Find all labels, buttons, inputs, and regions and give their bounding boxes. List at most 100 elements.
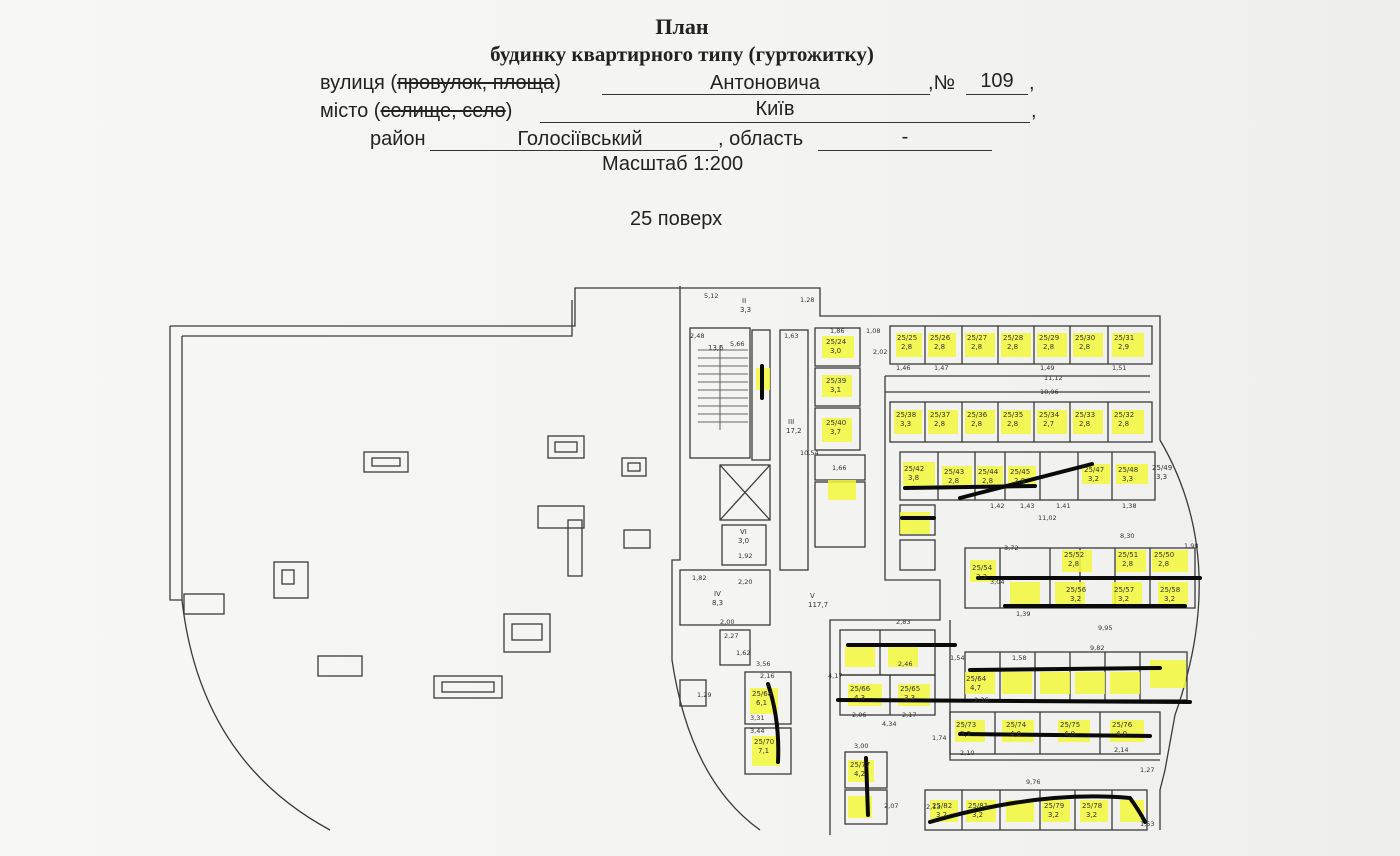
room-area: 4,3	[854, 694, 865, 702]
room-number: 25/27	[967, 334, 987, 342]
dimension-value: 3,31	[750, 714, 764, 722]
street-label: вулиця (провулок, площа)	[320, 72, 561, 94]
dimension-value: 2,00	[720, 618, 734, 626]
room-number: 25/81	[968, 802, 988, 810]
dimension-value: 1,98	[1184, 542, 1198, 550]
room-area: 2,8	[1014, 477, 1025, 485]
room-number: 25/56	[1066, 586, 1087, 594]
room-number: 25/45	[1010, 468, 1030, 476]
room-number: 25/39	[826, 377, 846, 385]
city-comma: ,	[1031, 100, 1037, 122]
room-number: 25/34	[1039, 411, 1060, 419]
room-number: 25/28	[1003, 334, 1023, 342]
room-number: 25/68	[752, 690, 772, 698]
room-area: 2,8	[971, 343, 982, 351]
room-area: 3,2	[1164, 595, 1175, 603]
common-room-area: 3,0	[738, 537, 749, 545]
region-value: -	[901, 126, 909, 148]
room-number: 25/54	[972, 564, 993, 572]
room-number: 25/26	[930, 334, 951, 342]
dimension-value: 2,46	[898, 660, 912, 668]
room-area: 4,7	[970, 684, 981, 692]
dimension-value: 2,13	[926, 803, 940, 811]
document-subtitle: будинку квартирного типу (гуртожитку)	[490, 42, 874, 66]
room-number: 25/50	[1154, 551, 1174, 559]
dimension-value: 9,95	[1098, 624, 1112, 632]
dimension-value: 9,76	[1026, 778, 1040, 786]
dimension-value: 1,29	[697, 691, 711, 699]
room-area: 3,2	[1088, 475, 1099, 483]
room-area: 3,0	[830, 347, 841, 355]
room-number: 25/43	[944, 468, 964, 476]
room-area: 4,2	[854, 770, 865, 778]
dimension-value: 1,58	[1012, 654, 1026, 662]
dimension-value: 2,36	[974, 696, 988, 704]
room-number: 25/78	[1082, 802, 1102, 810]
room-number: 25/52	[1064, 551, 1084, 559]
dimension-value: 2,14	[1114, 746, 1128, 754]
room-area: 2,8	[1068, 560, 1079, 568]
room-area: 2,8	[1043, 343, 1054, 351]
room-area: 7,1	[758, 747, 769, 755]
common-room-number: VI	[740, 528, 747, 536]
room-number: 25/64	[966, 675, 987, 683]
city-underline	[540, 122, 1030, 123]
room-area: 2,8	[982, 477, 993, 485]
dimension-value: 2,07	[884, 802, 898, 810]
room-number: 25/66	[850, 685, 871, 693]
room-number: 25/79	[1044, 802, 1064, 810]
dimension-value: 1,43	[1020, 502, 1034, 510]
room-area: 6,1	[756, 699, 767, 707]
room-number: 25/65	[900, 685, 920, 693]
room-area: 3,2	[1086, 811, 1097, 819]
dimension-value: 1,46	[896, 364, 910, 372]
common-room-number: IV	[714, 590, 721, 598]
district-label: район	[370, 128, 426, 150]
dimension-value: 2,06	[852, 711, 866, 719]
dimension-value: 1,49	[1040, 364, 1054, 372]
dimension-value: 2,17	[902, 711, 916, 719]
dimension-value: 9,82	[1090, 644, 1104, 652]
room-number: 25/30	[1075, 334, 1095, 342]
room-number: 25/48	[1118, 466, 1138, 474]
dimension-value: 1,08	[866, 327, 880, 335]
room-number: 25/31	[1114, 334, 1134, 342]
room-number: 25/33	[1075, 411, 1095, 419]
dimension-value: 2,10	[960, 749, 974, 757]
dimension-value: 1,74	[932, 734, 946, 742]
dimension-value: 1,27	[1140, 766, 1154, 774]
dimension-value: 1,86	[830, 327, 844, 335]
floor-label: 25 поверх	[630, 208, 723, 230]
dimension-value: 2,48	[690, 332, 704, 340]
dimension-value: 3,04	[990, 578, 1004, 586]
room-area: 4,0	[1064, 730, 1075, 738]
room-area: 3,2	[960, 730, 971, 738]
region-underline	[818, 150, 992, 151]
room-number: 25/77	[850, 761, 870, 769]
dimension-value: 1,82	[692, 574, 706, 582]
common-room-number: V	[810, 592, 815, 600]
room-number: 25/75	[1060, 721, 1080, 729]
room-number: 25/35	[1003, 411, 1023, 419]
room-number: 25/24	[826, 338, 847, 346]
room-area: 3,7	[830, 428, 841, 436]
dimension-value: 10,96	[1040, 388, 1059, 396]
dimension-value: 1,63	[784, 332, 798, 340]
dimension-value: 1,38	[1122, 502, 1136, 510]
dimension-value: 4,34	[882, 720, 896, 728]
room-number: 25/44	[978, 468, 999, 476]
room-number: 25/73	[956, 721, 976, 729]
room-number: 25/29	[1039, 334, 1059, 342]
room-area: 3,8	[908, 474, 919, 482]
room-area: 3,2	[1070, 595, 1081, 603]
common-room-number: III	[788, 418, 794, 426]
dimension-value: 2,02	[873, 348, 887, 356]
dimension-value: 1,47	[934, 364, 948, 372]
stair-area: 13,6	[708, 344, 724, 352]
common-room-area: 8,3	[712, 599, 723, 607]
room-area: 2,8	[934, 343, 945, 351]
room-number: 25/76	[1112, 721, 1133, 729]
